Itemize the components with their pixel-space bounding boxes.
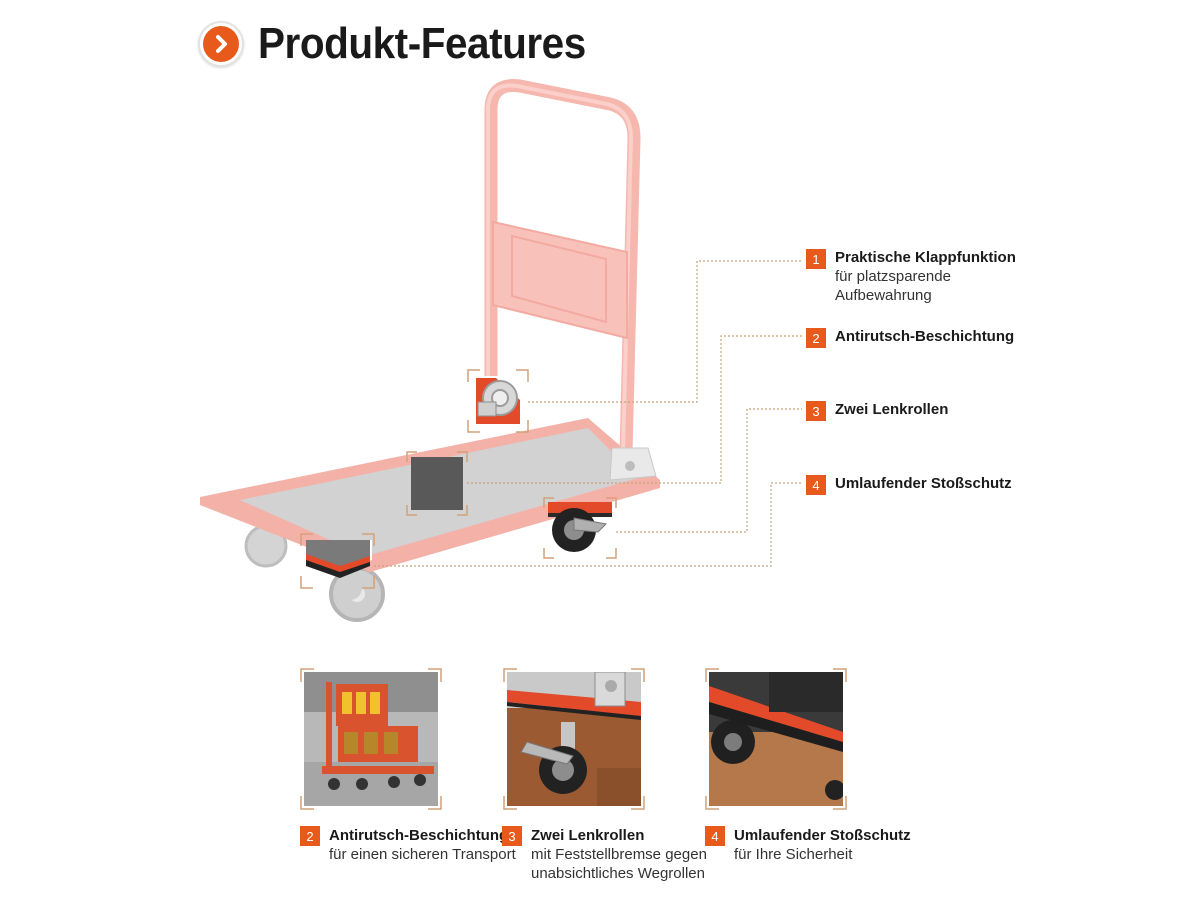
photo-caster-wheel	[503, 668, 645, 810]
detail-2-desc-line-1: für einen sicheren Transport	[329, 846, 516, 863]
feature-2-number: 2	[806, 328, 826, 348]
feature-4: 4 Umlaufender Stoßschutz	[806, 474, 1012, 495]
feature-3: 3 Zwei Lenkrollen	[806, 400, 948, 421]
bumper-detail	[306, 540, 372, 600]
feature-1: 1 Praktische Klappfunktion für platzspar…	[806, 248, 1016, 305]
chevron-right-icon	[198, 21, 244, 67]
detail-2-number: 2	[300, 826, 320, 846]
feature-1-number: 1	[806, 249, 826, 269]
feature-4-number: 4	[806, 475, 826, 495]
hinge-detail	[474, 376, 524, 426]
feature-2: 2 Antirutsch-Beschichtung	[806, 327, 1014, 348]
photo-cart-with-crates	[300, 668, 442, 810]
detail-3-number: 3	[502, 826, 522, 846]
page-title: Produkt-Features	[258, 19, 586, 68]
detail-caption-2: 2 Antirutsch-Beschichtung für einen sich…	[300, 826, 516, 864]
detail-4-desc-line-1: für Ihre Sicherheit	[734, 846, 853, 863]
feature-3-number: 3	[806, 401, 826, 421]
photo-bumper-edge	[705, 668, 847, 810]
detail-caption-4: 4 Umlaufender Stoßschutz für Ihre Sicher…	[705, 826, 911, 864]
feature-3-title: Zwei Lenkrollen	[835, 401, 949, 418]
detail-3-desc-line-2: unabsichtliches Wegrollen	[531, 865, 705, 882]
feature-1-title: Praktische Klappfunktion	[835, 249, 1016, 266]
feature-2-title: Antirutsch-Beschichtung	[835, 328, 1015, 345]
page-header: Produkt-Features	[198, 18, 614, 70]
detail-3-desc-line-1: mit Feststellbremse gegen	[531, 846, 707, 863]
detail-2-title: Antirutsch-Beschichtung	[329, 827, 509, 844]
feature-1-desc-line-1: für platzsparende	[835, 268, 951, 285]
feature-1-desc-line-2: Aufbewahrung	[835, 287, 932, 304]
detail-3-title: Zwei Lenkrollen	[531, 827, 645, 844]
caster-detail	[548, 502, 612, 552]
hand-truck-illustration	[200, 79, 802, 622]
detail-caption-3: 3 Zwei Lenkrollen mit Feststellbremse ge…	[502, 826, 707, 883]
detail-4-title: Umlaufender Stoßschutz	[734, 827, 911, 844]
feature-4-title: Umlaufender Stoßschutz	[835, 475, 1012, 492]
detail-4-number: 4	[705, 826, 725, 846]
